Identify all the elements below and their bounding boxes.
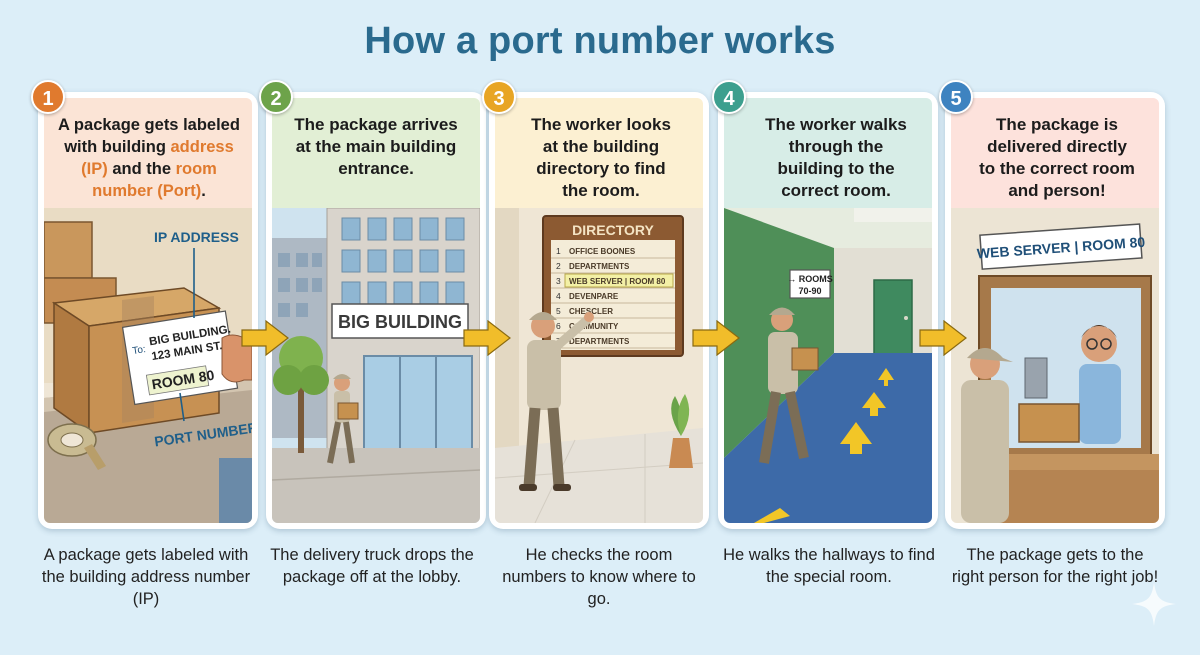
rooms-sign-line2: 70-90 <box>798 286 821 296</box>
page-title: How a port number works <box>364 20 836 62</box>
label-to: To: <box>132 344 147 357</box>
step-4-illustration: → ROOMS 70-90 <box>724 208 932 523</box>
arrow-right-icon <box>463 320 511 356</box>
directory-row-number: 6 <box>556 321 561 331</box>
step-3-heading: The worker looks at the building directo… <box>495 98 703 208</box>
directory-row-highlight <box>564 273 674 288</box>
directory-row-text: OFFICE BOONES <box>569 247 636 256</box>
step-1-heading: A package gets labeled with building add… <box>44 98 252 208</box>
directory-row-text: CHESCLER <box>569 307 613 316</box>
step-2-heading: The package arrives at the main building… <box>272 98 480 208</box>
step-5-heading: The package is delivered directly to the… <box>951 98 1159 208</box>
step-1-caption: A package gets labeled with the building… <box>41 546 251 608</box>
rooms-sign-line1: → ROOMS <box>787 274 833 284</box>
directory-row-number: 2 <box>556 261 561 271</box>
step-1-panel: A package gets labeled with building add… <box>38 92 258 529</box>
step-5-panel: The package is delivered directly to the… <box>945 92 1165 529</box>
step-4-caption: He walks the hallways to find the specia… <box>723 546 935 586</box>
directory-row-text: DEPARTMENTS <box>569 262 630 271</box>
web-server-sign <box>979 223 1143 270</box>
ip-address-callout: IP ADDRESS <box>154 229 239 245</box>
step-5-illustration: WEB SERVER | ROOM 80 <box>951 208 1159 523</box>
step-2-badge: 2 <box>259 80 293 114</box>
step-4-badge: 4 <box>712 80 746 114</box>
step-2-illustration: BIG BUILDING <box>272 208 480 523</box>
directory-row-text: DEVENPARE <box>569 292 619 301</box>
directory-row-text: COMMUNITY <box>569 322 619 331</box>
arrow-right-icon <box>692 320 740 356</box>
step-1-badge: 1 <box>31 80 65 114</box>
step-2-caption: The delivery truck drops the package off… <box>270 546 474 586</box>
arrow-right-icon <box>241 320 289 356</box>
step-4-heading: The worker walks through the building to… <box>724 98 932 208</box>
step-3-panel: The worker looks at the building directo… <box>489 92 709 529</box>
port-number-pointer <box>179 392 185 422</box>
step-1-illustration: To: BIG BUILDING. 123 MAIN ST. ROOM 80 I… <box>44 208 252 523</box>
sparkle-icon <box>1132 582 1176 626</box>
step-2-panel: The package arrives at the main building… <box>266 92 486 529</box>
step-3-badge: 3 <box>482 80 516 114</box>
big-building-sign-text: BIG BUILDING <box>338 312 462 332</box>
directory-row-number: 3 <box>556 276 561 286</box>
directory-row-number: 4 <box>556 291 561 301</box>
directory-row-text: WEB SERVER | ROOM 80 <box>569 277 666 286</box>
step-3-caption: He checks the room numbers to know where… <box>502 546 696 608</box>
directory-row-text: DEPARTMENTS <box>569 337 630 346</box>
rooms-sign <box>789 269 831 299</box>
arrow-right-icon <box>919 320 967 356</box>
directory-row-number: 5 <box>556 306 561 316</box>
step-5-caption: The package gets to the right person for… <box>951 546 1159 586</box>
step-4-panel: The worker walks through the building to… <box>718 92 938 529</box>
step-5-badge: 5 <box>939 80 973 114</box>
directory-row-number: 1 <box>556 246 561 256</box>
directory-title: DIRECTORY <box>572 222 654 238</box>
big-building-sign <box>331 303 469 339</box>
